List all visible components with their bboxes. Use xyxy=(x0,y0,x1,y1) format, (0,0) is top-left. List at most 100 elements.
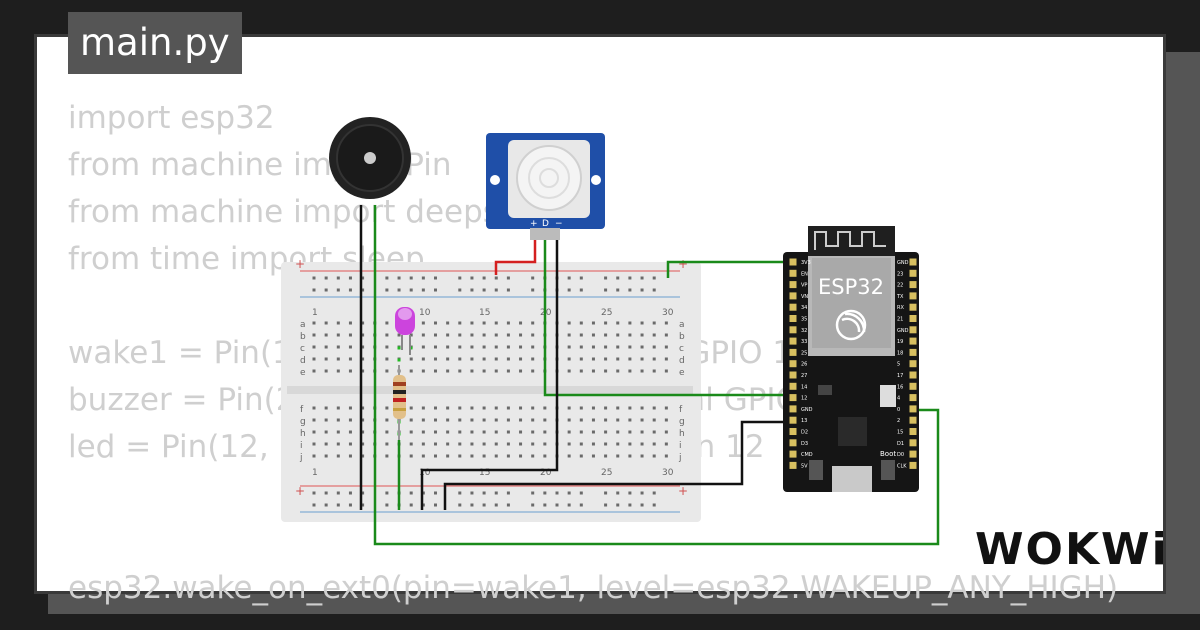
breadboard-hole xyxy=(312,442,316,446)
esp32-pin[interactable] xyxy=(789,360,797,368)
file-tab[interactable]: main.py xyxy=(68,12,242,74)
esp32-pin[interactable] xyxy=(909,405,917,413)
breadboard-hole xyxy=(652,276,656,280)
breadboard-hole xyxy=(652,357,656,361)
breadboard-hole xyxy=(421,288,425,292)
breadboard-hole xyxy=(482,369,486,373)
breadboard-hole xyxy=(458,345,462,349)
esp32-pin[interactable] xyxy=(789,303,797,311)
breadboard-hole xyxy=(434,430,437,434)
esp32-pin[interactable] xyxy=(909,428,917,435)
breadboard-hole xyxy=(361,491,365,495)
breadboard-hole xyxy=(494,406,498,410)
column-number: 10 xyxy=(419,308,431,318)
esp32-pin[interactable] xyxy=(909,439,917,447)
breadboard-hole xyxy=(616,288,620,292)
breadboard-hole xyxy=(482,430,486,434)
breadboard-hole xyxy=(531,276,535,280)
esp32-pin[interactable] xyxy=(789,450,797,458)
esp32-pin[interactable] xyxy=(789,416,797,424)
esp32-pin[interactable] xyxy=(909,416,917,424)
buzzer[interactable] xyxy=(329,117,411,199)
esp32-pin[interactable] xyxy=(909,382,917,390)
breadboard-hole xyxy=(640,454,644,458)
esp32-pin[interactable] xyxy=(789,315,797,322)
esp32-pin[interactable] xyxy=(909,303,917,311)
breadboard-hole xyxy=(519,321,523,325)
breadboard-hole xyxy=(336,369,340,373)
esp32-pin-label: GND xyxy=(801,407,813,413)
en-button[interactable] xyxy=(809,460,823,480)
esp32-pin-label: 32 xyxy=(801,328,807,334)
esp32-pin[interactable] xyxy=(909,360,917,368)
breadboard-hole xyxy=(652,418,656,422)
boot-button[interactable] xyxy=(881,460,895,480)
esp32-pin-label: 15 xyxy=(897,430,903,436)
esp32-pin[interactable] xyxy=(789,337,797,345)
breadboard-hole xyxy=(591,369,595,373)
pir-sensor[interactable]: + D − xyxy=(486,133,605,240)
breadboard-hole xyxy=(470,288,474,292)
esp32-pin[interactable] xyxy=(789,371,797,379)
esp32-pin[interactable] xyxy=(789,428,797,435)
breadboard-hole xyxy=(640,369,644,373)
breadboard-hole xyxy=(470,333,474,337)
breadboard: + + + + 1 10 15 20 25 30 1 10 15 20 25 3… xyxy=(281,257,701,522)
breadboard-hole xyxy=(531,321,535,325)
esp32-pin[interactable] xyxy=(909,450,917,458)
breadboard-hole xyxy=(421,454,425,458)
esp32-pin[interactable] xyxy=(909,315,917,322)
breadboard-hole xyxy=(482,276,486,280)
esp32-pin[interactable] xyxy=(909,348,917,356)
breadboard-hole xyxy=(434,369,437,373)
breadboard-hole xyxy=(628,454,632,458)
breadboard-hole xyxy=(409,357,413,361)
breadboard-hole xyxy=(494,357,498,361)
breadboard-hole xyxy=(616,430,620,434)
esp32-pin[interactable] xyxy=(789,269,797,277)
esp32-pin[interactable] xyxy=(789,281,797,289)
esp32-pin[interactable] xyxy=(909,326,917,334)
breadboard-hole xyxy=(652,503,656,507)
esp32-pin[interactable] xyxy=(789,348,797,356)
esp32-pin[interactable] xyxy=(909,281,917,289)
esp32-pin-label: 34 xyxy=(801,305,807,311)
breadboard-hole xyxy=(543,430,547,434)
esp32-pin[interactable] xyxy=(789,258,797,266)
breadboard-hole xyxy=(579,406,583,410)
breadboard-hole xyxy=(385,491,389,495)
breadboard-hole xyxy=(494,491,498,495)
breadboard-hole xyxy=(348,503,352,507)
esp32-pin[interactable] xyxy=(789,439,797,447)
esp32-pin-label: D3 xyxy=(801,441,808,447)
code-line: esp32.wake_on_ext0(pin=wake1, level=esp3… xyxy=(68,570,1119,606)
esp32-pin[interactable] xyxy=(789,461,797,469)
esp32-pin[interactable] xyxy=(909,371,917,379)
breadboard-hole xyxy=(616,276,620,280)
breadboard-hole xyxy=(312,345,316,349)
esp32-pin[interactable] xyxy=(909,461,917,469)
esp32-pin[interactable] xyxy=(789,394,797,402)
breadboard-hole xyxy=(628,345,632,349)
espressif-logo xyxy=(835,309,867,341)
esp32-pin[interactable] xyxy=(789,405,797,413)
row-letter: f xyxy=(300,405,304,415)
breadboard-hole xyxy=(567,345,571,349)
esp32-pin[interactable] xyxy=(909,337,917,345)
breadboard-hole xyxy=(567,357,571,361)
pir-signal-wire xyxy=(543,230,793,397)
breadboard-hole xyxy=(579,442,583,446)
resistor[interactable] xyxy=(393,365,406,440)
breadboard-hole xyxy=(385,406,389,410)
breadboard-hole xyxy=(628,357,632,361)
esp32-pin[interactable] xyxy=(909,269,917,277)
esp32-pin[interactable] xyxy=(909,292,917,300)
led[interactable] xyxy=(395,307,415,355)
esp32-pin[interactable] xyxy=(909,258,917,266)
esp32-pin[interactable] xyxy=(909,394,917,402)
esp32-pin[interactable] xyxy=(789,326,797,334)
esp32-pin[interactable] xyxy=(789,292,797,300)
breadboard-hole xyxy=(458,418,462,422)
esp32-pin[interactable] xyxy=(789,382,797,390)
